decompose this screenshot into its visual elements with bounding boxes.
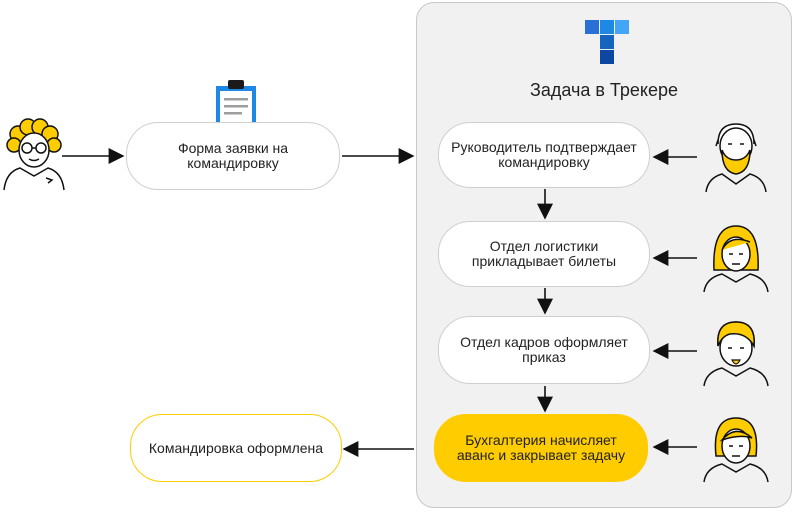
- request-form-node: Форма заявки на командировку: [126, 122, 340, 190]
- result-node: Командировка оформлена: [130, 414, 342, 482]
- step-logistics-tickets: Отдел логистики прикладывает билеты: [438, 221, 650, 287]
- step-accounting-advance: Бухгалтерия начисляет аванс и закрывает …: [434, 414, 648, 482]
- man-with-beard-icon: [703, 321, 769, 387]
- tracker-title: Задача в Трекере: [529, 80, 679, 100]
- woman-long-hair-icon: [703, 225, 769, 293]
- step-hr-order: Отдел кадров оформляет приказ: [438, 316, 650, 384]
- woman-short-hair-icon: [703, 417, 769, 483]
- step-manager-approves: Руководитель подтверждает командировку: [438, 122, 650, 188]
- curly-haired-man-with-glasses-icon: [3, 118, 65, 191]
- bald-bearded-man-icon: [705, 123, 767, 193]
- tracker-logo: [585, 20, 629, 64]
